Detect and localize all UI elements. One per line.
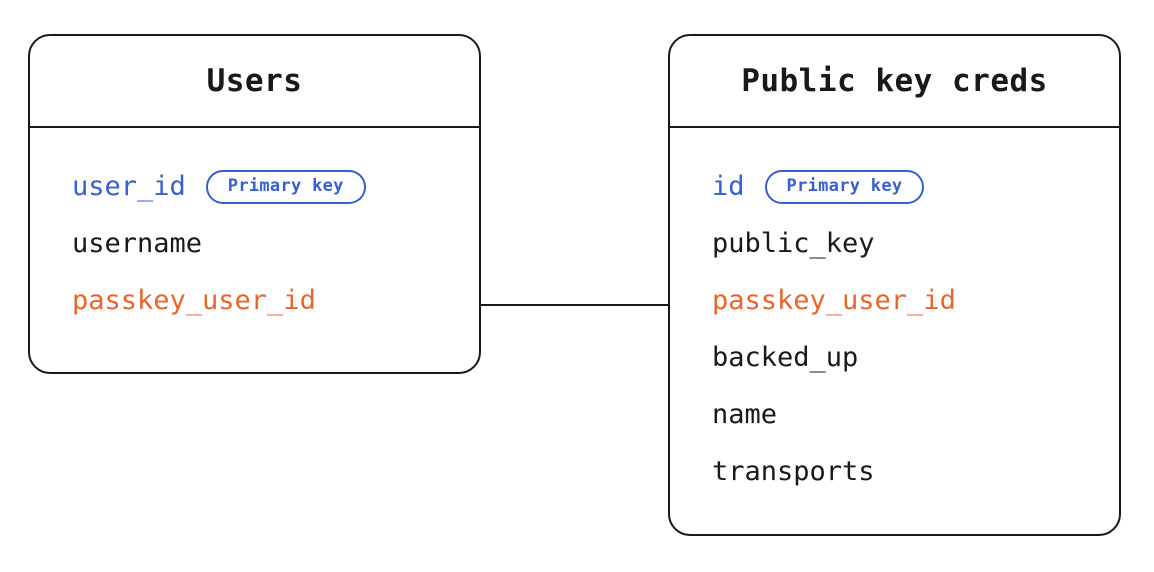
entity-public-key-creds-field-list: id Primary key public_key passkey_user_i… [670, 128, 1119, 500]
field-name-username: username [72, 228, 203, 259]
entity-users-header: Users [30, 36, 479, 128]
field-name-id: id [712, 171, 745, 202]
field-row[interactable]: name [712, 386, 1119, 443]
field-row[interactable]: user_id Primary key [72, 158, 479, 215]
field-row[interactable]: public_key [712, 215, 1119, 272]
field-name-public-key: public_key [712, 228, 875, 259]
field-name-passkey-user-id: passkey_user_id [712, 285, 956, 316]
entity-users-field-list: user_id Primary key username passkey_use… [30, 128, 479, 329]
entity-users[interactable]: Users user_id Primary key username passk… [28, 34, 481, 374]
entity-public-key-creds[interactable]: Public key creds id Primary key public_k… [668, 34, 1121, 536]
field-row[interactable]: passkey_user_id [72, 272, 479, 329]
field-name-name: name [712, 399, 778, 430]
primary-key-badge: Primary key [205, 169, 366, 204]
field-name-backed-up: backed_up [712, 342, 859, 373]
entity-public-key-creds-header: Public key creds [670, 36, 1119, 128]
field-name-passkey-user-id: passkey_user_id [72, 285, 316, 316]
primary-key-badge: Primary key [764, 169, 925, 204]
entity-users-title: Users [206, 62, 303, 99]
entity-public-key-creds-title: Public key creds [741, 62, 1048, 99]
field-row[interactable]: backed_up [712, 329, 1119, 386]
field-name-user-id: user_id [72, 171, 186, 202]
field-row[interactable]: id Primary key [712, 158, 1119, 215]
field-row[interactable]: passkey_user_id [712, 272, 1119, 329]
field-row[interactable]: username [72, 215, 479, 272]
relationship-connector-line [481, 304, 668, 306]
field-row[interactable]: transports [712, 443, 1119, 500]
field-name-transports: transports [712, 456, 875, 487]
